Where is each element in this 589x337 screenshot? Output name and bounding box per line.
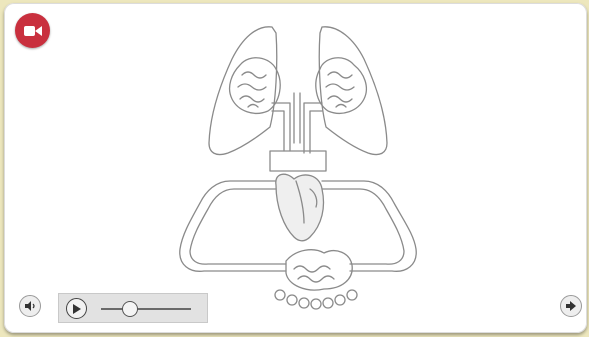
seek-track[interactable]	[101, 308, 191, 310]
content-card	[4, 3, 587, 333]
volume-button[interactable]	[19, 295, 41, 317]
right-lung	[319, 27, 387, 155]
speaker-icon	[24, 300, 36, 312]
left-lung	[209, 27, 277, 155]
systemic-capillary-bed	[286, 250, 352, 290]
play-icon	[72, 304, 81, 314]
next-button[interactable]	[560, 295, 582, 317]
seek-thumb[interactable]	[122, 301, 138, 317]
play-button[interactable]	[66, 298, 87, 319]
circulatory-system-diagram	[4, 3, 587, 333]
media-player-bar	[58, 293, 208, 323]
systemic-circulation	[180, 181, 286, 271]
body-cells	[275, 290, 357, 309]
next-arrow-icon	[565, 300, 577, 312]
